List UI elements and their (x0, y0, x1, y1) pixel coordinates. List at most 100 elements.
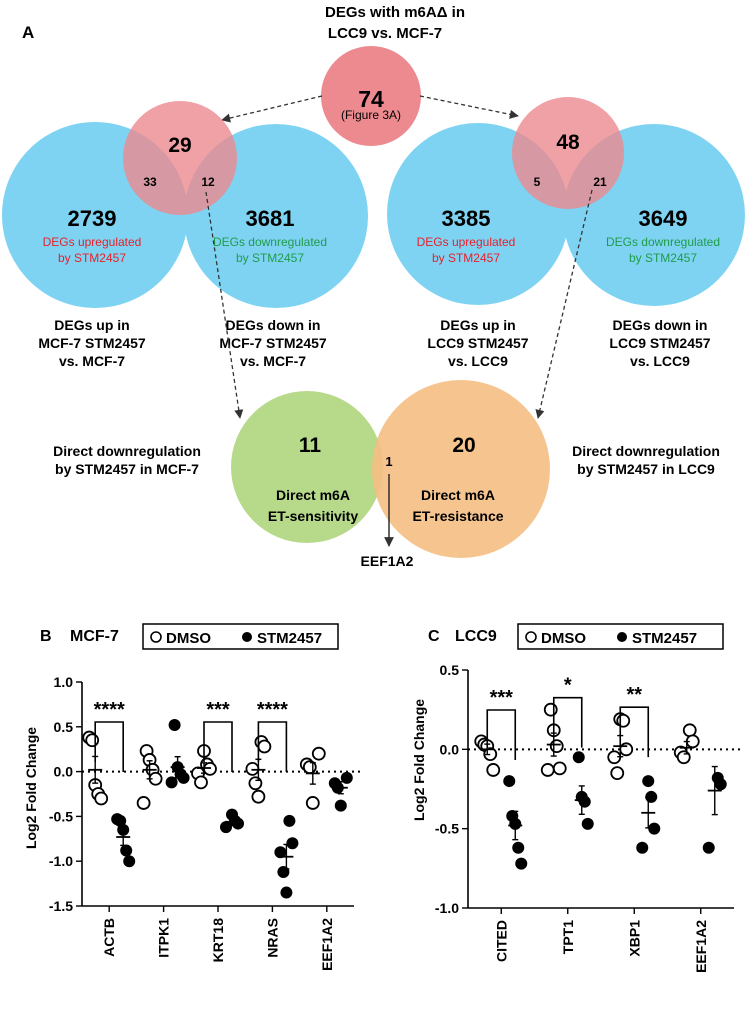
left-up-label-1: DEGs upregulated (43, 235, 142, 249)
right-overlap-down: 21 (593, 175, 607, 189)
arrow-top-right (419, 95, 519, 119)
dmso-point (251, 789, 266, 804)
y-tick-label: 0.0 (54, 764, 74, 780)
x-tick-label: EEF1A2 (693, 920, 709, 973)
dmso-point (248, 776, 263, 791)
left-overlap-up: 33 (143, 175, 157, 189)
legend-stm-label-b: STM2457 (257, 630, 322, 647)
right-caption-down-3: vs. LCC9 (630, 353, 690, 369)
right-down-label-2: by STM2457 (629, 251, 697, 265)
right-up-count: 3385 (442, 206, 491, 231)
dmso-point (616, 713, 631, 728)
right-down-count: 3649 (639, 206, 688, 231)
dmso-point (194, 775, 208, 790)
x-tick-label: XBP1 (626, 920, 642, 957)
legend-stm-marker-c (617, 632, 627, 642)
significance-label: *** (206, 699, 230, 721)
top-pink-circle (321, 46, 421, 146)
significance-bracket (552, 696, 583, 748)
left-caption-up-1: DEGs up in (54, 317, 129, 333)
y-tick-label: 0.5 (440, 662, 460, 678)
green-count: 11 (299, 434, 322, 457)
stm2457-point (578, 795, 591, 808)
top-title-line2: LCC9 vs. MCF-7 (328, 25, 442, 42)
dmso-point (676, 750, 691, 765)
stm2457-point (515, 857, 528, 870)
bottom-right-label-2: by STM2457 in LCC9 (577, 461, 715, 477)
stm2457-point (581, 817, 594, 830)
left-caption-up-2: MCF-7 STM2457 (38, 335, 146, 351)
stm2457-point (503, 775, 516, 788)
panel-b-letter: B (40, 628, 52, 645)
y-tick-label: 0.0 (440, 741, 460, 757)
left-caption-down-2: MCF-7 STM2457 (219, 335, 327, 351)
bottom-left-label-2: by STM2457 in MCF-7 (55, 461, 199, 477)
green-text-2: ET-sensitivity (268, 508, 358, 524)
x-tick-label: ITPK1 (156, 918, 172, 958)
dmso-point (94, 791, 109, 806)
left-down-count: 3681 (246, 206, 295, 231)
dmso-point (85, 733, 100, 748)
significance-label: ** (626, 684, 642, 706)
panel-c-title: LCC9 (455, 628, 497, 645)
stm2457-point (177, 771, 190, 784)
legend-dmso-marker-b (150, 631, 162, 643)
bottom-venn: 11 Direct m6A ET-sensitivity 20 Direct m… (53, 380, 720, 569)
stm2457-point (334, 799, 347, 812)
stm2457-point (714, 778, 727, 791)
right-overlap-up: 5 (534, 175, 541, 189)
right-caption-down-1: DEGs down in (613, 317, 708, 333)
panel-b: B MCF-7 DMSO STM2457 Log2 Fold Change 1.… (23, 623, 362, 971)
y-tick-label: -1.0 (49, 853, 73, 869)
significance-label: **** (94, 699, 125, 721)
stm2457-point (512, 841, 525, 854)
stm2457-point (280, 886, 293, 899)
left-up-label-2: by STM2457 (58, 251, 126, 265)
gene-label: EEF1A2 (361, 553, 414, 569)
dmso-point (610, 766, 625, 781)
dmso-point (552, 761, 567, 776)
significance-bracket (203, 721, 233, 772)
stm2457-point (123, 855, 136, 868)
bottom-left-label-1: Direct downregulation (53, 443, 201, 459)
stm2457-point (274, 846, 287, 859)
overlap-count: 1 (385, 454, 392, 469)
left-up-count: 2739 (68, 206, 117, 231)
top-count: 74 (358, 86, 384, 112)
stm2457-point (283, 814, 296, 827)
panel-a: A DEGs with m6AΔ in LCC9 vs. MCF-7 74 (F… (2, 4, 745, 569)
y-tick-label: 1.0 (54, 674, 74, 690)
stm2457-point (636, 841, 649, 854)
dmso-point (305, 796, 320, 810)
x-tick-label: EEF1A2 (319, 918, 335, 971)
right-down-label-1: DEGs downregulated (606, 235, 720, 249)
stm2457-point (572, 751, 585, 764)
panel-c-ylabel: Log2 Fold Change (411, 699, 427, 821)
dmso-point (549, 739, 564, 754)
stm2457-point (120, 844, 133, 857)
y-tick-label: -0.5 (49, 808, 73, 824)
right-caption-up-1: DEGs up in (440, 317, 515, 333)
orange-circle (372, 380, 550, 558)
significance-label: * (564, 675, 572, 697)
legend-dmso-label-c: DMSO (541, 630, 586, 647)
stm2457-point (340, 771, 353, 784)
x-tick-label: TPT1 (560, 920, 576, 954)
x-tick-label: ACTB (101, 918, 117, 957)
right-caption-up-2: LCC9 STM2457 (427, 335, 528, 351)
right-pink-count: 48 (556, 131, 580, 154)
legend-stm-marker-b (242, 632, 252, 642)
orange-count: 20 (452, 434, 475, 457)
dmso-point (311, 746, 326, 761)
x-tick-label: KRT18 (210, 918, 226, 963)
left-down-label-2: by STM2457 (236, 251, 304, 265)
panel-c: C LCC9 DMSO STM2457 Log2 Fold Change 0.5… (411, 623, 742, 973)
stm2457-point (702, 841, 715, 854)
green-circle (231, 391, 383, 543)
y-tick-label: -1.0 (435, 900, 459, 916)
right-pink-circle (512, 97, 624, 209)
significance-bracket (619, 706, 650, 758)
